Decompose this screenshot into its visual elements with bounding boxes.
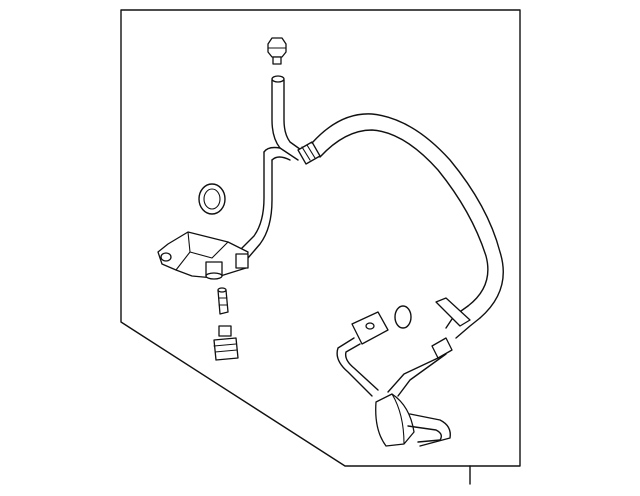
muffler-icon[interactable]: [375, 393, 451, 447]
o-ring-icon[interactable]: [394, 305, 412, 329]
o-ring-icon[interactable]: [198, 183, 226, 215]
pressure-switch-icon[interactable]: [267, 37, 287, 65]
diagram-frame: [120, 9, 521, 485]
cap-icon[interactable]: [213, 325, 239, 361]
bracket-icon[interactable]: [157, 231, 249, 280]
valve-icon[interactable]: [217, 287, 229, 315]
fitting-icon[interactable]: [336, 311, 389, 397]
hose-icon[interactable]: [239, 75, 504, 397]
